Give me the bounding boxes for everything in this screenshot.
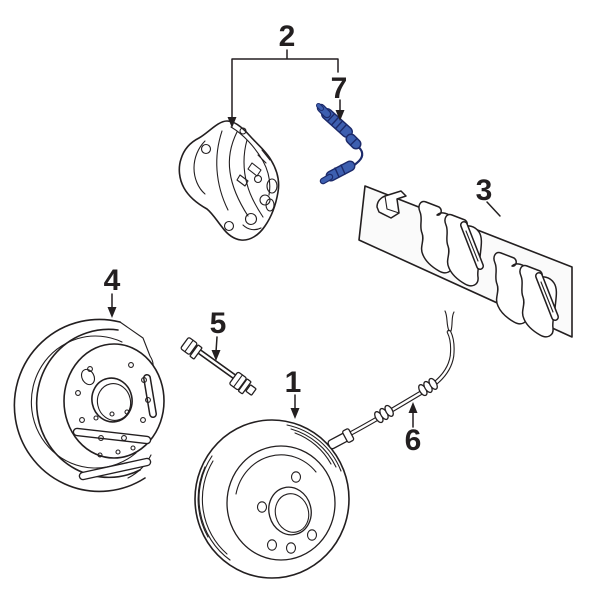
bolt-nut-flange: [238, 378, 252, 395]
shield-ridge-1: [74, 429, 150, 443]
cable-rib-fitting-1: [374, 404, 394, 424]
callout-2-bracket: [231, 49, 339, 120]
shield-ridge-2: [80, 459, 150, 479]
rotor-rim-grooves: [286, 424, 342, 472]
part-3-brake-pad-kit[interactable]: [358, 185, 573, 338]
callout-1: 1: [285, 366, 302, 419]
callout-7: 7: [331, 72, 348, 121]
pad-pin-2-line: [540, 281, 554, 313]
sensor-tip: [320, 174, 333, 184]
shield-oval-hole: [80, 368, 96, 386]
callout-1-label[interactable]: 1: [285, 366, 302, 399]
callout-3: 3: [476, 174, 501, 217]
bolt-tip: [245, 384, 257, 396]
bolt-head-flange: [189, 344, 203, 360]
shield-small-holes: [75, 362, 151, 458]
callout-2-arrowhead: [227, 117, 237, 128]
bolt-head: [180, 337, 198, 355]
callout-4: 4: [104, 264, 121, 318]
part-5-mounting-bolt[interactable]: [180, 337, 257, 396]
pad-pair-2: [493, 251, 559, 338]
part-7-highlighted-component[interactable]: [316, 103, 364, 185]
callout-5: 5: [210, 307, 227, 361]
callout-2-label[interactable]: 2: [279, 20, 296, 53]
caliper-detail-1: [230, 126, 271, 196]
shield-rim-inner2: [30, 335, 137, 469]
cable-rib-fitting-2: [418, 377, 438, 397]
callout-6-label[interactable]: 6: [405, 424, 422, 457]
rotor-vent-arc: [197, 466, 209, 538]
rotor-face-chamfer: [235, 454, 317, 495]
callout-2: 2: [227, 20, 339, 128]
shield-hub-hole-depth: [96, 383, 132, 421]
part-6-brake-cable[interactable]: [326, 310, 455, 451]
callout-1-arrowhead: [290, 408, 300, 419]
callout-6-arrowhead: [408, 402, 418, 413]
spring-bolt-tip: [316, 103, 324, 111]
callout-7-label[interactable]: 7: [331, 72, 348, 105]
rotor-thickness-arcs: [198, 455, 231, 561]
shield-outer-rim: [13, 318, 146, 493]
sensor-connector-2-bands: [334, 164, 346, 178]
callout-5-arrowhead: [211, 350, 221, 361]
pad-2: [444, 213, 483, 287]
spring-coils: [327, 113, 347, 133]
rotor-hub-depth: [274, 493, 310, 533]
part-1-brake-rotor[interactable]: [194, 419, 350, 579]
cable-end-fitting: [327, 428, 355, 450]
sensor-connector-2: [326, 161, 355, 181]
sensor-connector-1-band: [349, 137, 358, 146]
pad-pair-1: [418, 200, 484, 287]
callout-4-label[interactable]: 4: [104, 264, 121, 297]
callout-7-arrowhead: [335, 110, 345, 121]
pad-4: [519, 264, 558, 338]
shield-bottom-wrap: [127, 454, 152, 479]
pad-clip-fold: [384, 195, 400, 214]
spring-bolt: [322, 109, 352, 137]
caliper-detail-6: [242, 149, 271, 231]
shield-kidney-slot: [144, 375, 156, 417]
cable-strands: [444, 310, 455, 332]
part-4-splash-shield[interactable]: [13, 318, 165, 493]
caliper-detail-5: [193, 140, 206, 195]
callout-5-line: [215, 336, 218, 353]
callout-3-leader: [486, 201, 501, 217]
callout-3-label[interactable]: 3: [476, 174, 493, 207]
pad-pin-1-line: [465, 230, 479, 262]
shield-rim-inner: [35, 328, 141, 479]
rotor-lug-holes: [256, 471, 318, 554]
caliper-detail-2: [228, 131, 249, 217]
caliper-detail-3: [243, 139, 264, 218]
part-2-caliper[interactable]: [178, 120, 280, 241]
pad-clip: [376, 190, 407, 219]
caliper-detail-4: [216, 130, 229, 211]
caliper-body: [178, 120, 280, 241]
callout-4-arrowhead: [107, 307, 117, 318]
callout-5-label[interactable]: 5: [210, 307, 227, 340]
caliper-holes: [200, 127, 278, 232]
callout-6: 6: [405, 402, 422, 457]
